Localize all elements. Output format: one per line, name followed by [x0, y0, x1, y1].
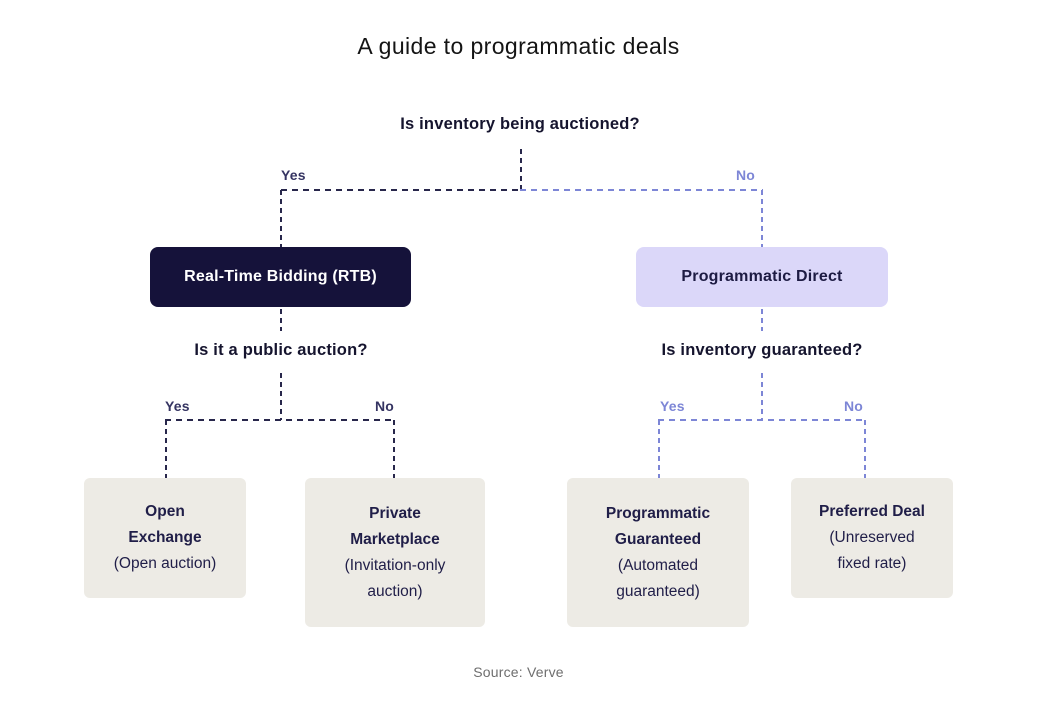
node-real-time-bidding: Real-Time Bidding (RTB): [150, 247, 411, 307]
branch-label-no-left: No: [374, 398, 394, 414]
branch-label-yes-root: Yes: [281, 167, 306, 183]
leaf-name: Open Exchange: [128, 503, 202, 546]
connector-right-no-drop: [864, 420, 866, 478]
connector-left-no-drop: [393, 420, 395, 478]
leaf-programmatic-guaranteed: Programmatic Guaranteed (Automated guara…: [567, 478, 749, 627]
connector-right-question-drop: [761, 373, 763, 420]
connector-root-vertical: [520, 149, 522, 189]
leaf-detail: (Unreserved fixed rate): [829, 529, 915, 572]
connector-left-bracket: [165, 419, 394, 421]
connector-no-drop: [761, 190, 763, 247]
node-programmatic-direct: Programmatic Direct: [636, 247, 888, 307]
connector-direct-down: [761, 309, 763, 331]
leaf-private-marketplace: Private Marketplace (Invitation-only auc…: [305, 478, 485, 627]
leaf-name: Preferred Deal: [819, 503, 925, 520]
source-caption: Source: Verve: [473, 664, 564, 680]
page-title: A guide to programmatic deals: [357, 33, 680, 59]
connector-left-question-drop: [280, 373, 282, 420]
question-public-auction: Is it a public auction?: [194, 341, 368, 359]
leaf-detail: (Open auction): [113, 555, 217, 572]
connector-yes-horizontal: [281, 189, 521, 191]
connector-left-yes-drop: [165, 420, 167, 478]
branch-label-yes-left: Yes: [165, 398, 190, 414]
leaf-preferred-deal: Preferred Deal (Unreserved fixed rate): [791, 478, 953, 598]
root-question: Is inventory being auctioned?: [400, 115, 640, 133]
connector-right-bracket: [658, 419, 865, 421]
branch-label-no-root: No: [735, 167, 755, 183]
leaf-name: Programmatic Guaranteed: [605, 504, 711, 548]
connector-no-horizontal: [520, 189, 763, 191]
branch-label-no-right: No: [843, 398, 863, 414]
leaf-name: Private Marketplace: [350, 504, 440, 548]
leaf-open-exchange: Open Exchange (Open auction): [84, 478, 246, 598]
connector-rtb-down: [280, 309, 282, 331]
leaf-detail: (Automated guaranteed): [616, 556, 700, 600]
connector-right-yes-drop: [658, 420, 660, 478]
question-inventory-guaranteed: Is inventory guaranteed?: [661, 341, 863, 359]
connector-yes-drop: [280, 190, 282, 247]
leaf-detail: (Invitation-only auction): [344, 556, 446, 600]
branch-label-yes-right: Yes: [660, 398, 685, 414]
